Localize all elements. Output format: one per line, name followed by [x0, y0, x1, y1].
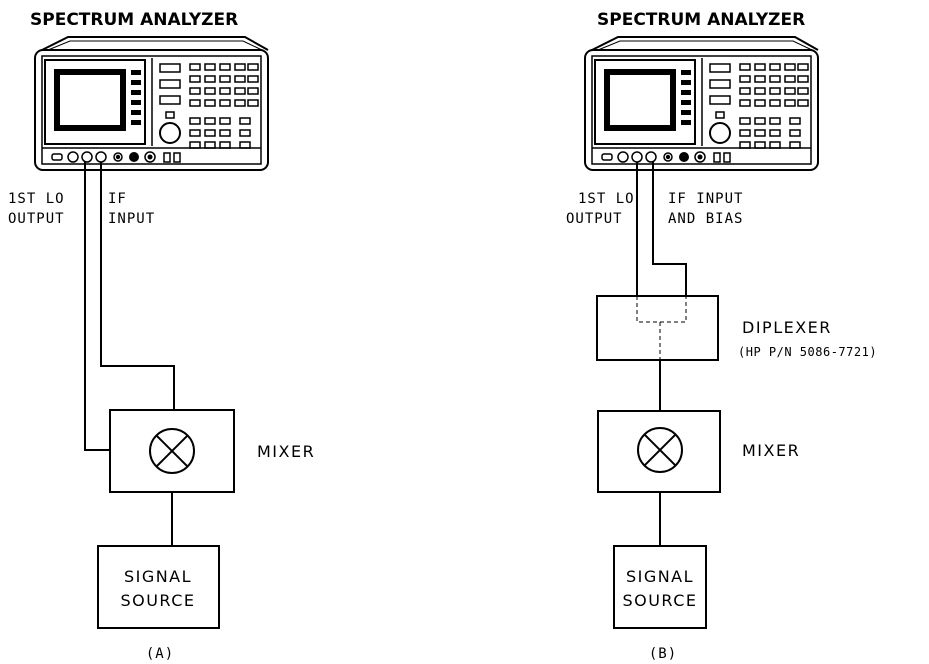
mixer-label-b: MIXER — [742, 441, 800, 460]
lo-cable-a — [84, 162, 110, 451]
signal-source-a-line2: SOURCE — [120, 591, 195, 610]
mixer-a — [109, 409, 235, 493]
spectrum-analyzer-b — [584, 36, 819, 171]
signal-source-a — [97, 545, 220, 629]
lo-output-label-b-line1: 1ST LO — [578, 191, 635, 207]
signal-source-a-line1: SIGNAL — [124, 567, 192, 586]
caption-b: (B) — [649, 646, 677, 662]
diplexer-part-number: (HP P/N 5086-7721) — [738, 345, 877, 359]
cables-b — [636, 162, 687, 546]
analyzer-title-b: SPECTRUM ANALYZER — [597, 10, 805, 30]
if-input-label-a-line1: IF — [108, 191, 127, 207]
mixer-symbol-icon — [149, 428, 195, 474]
if-input-label-b-line1: IF INPUT — [668, 191, 743, 207]
diplexer-b — [596, 295, 719, 361]
if-cable-b — [652, 162, 687, 296]
mixer-b — [597, 410, 721, 493]
diagram-a: SPECTRUM ANALYZER — [8, 10, 315, 662]
lo-output-label-a-line1: 1ST LO — [8, 191, 65, 207]
cables-a — [84, 162, 175, 546]
signal-source-b-line1: SIGNAL — [626, 567, 694, 586]
if-input-label-b-line2: AND BIAS — [668, 211, 743, 227]
lo-output-label-a-line2: OUTPUT — [8, 211, 65, 227]
spectrum-analyzer-a — [34, 36, 269, 171]
if-cable-a — [100, 162, 175, 410]
diagram-b: SPECTRUM ANALYZER — [566, 10, 877, 662]
if-input-label-a-line2: INPUT — [108, 211, 155, 227]
signal-source-b-line2: SOURCE — [622, 591, 697, 610]
analyzer-title-a: SPECTRUM ANALYZER — [30, 10, 238, 30]
mixer-label-a: MIXER — [257, 442, 315, 461]
mixer-symbol-icon — [637, 427, 683, 473]
caption-a: (A) — [146, 646, 174, 662]
diplexer-label: DIPLEXER — [742, 318, 832, 337]
lo-output-label-b-line2: OUTPUT — [566, 211, 623, 227]
signal-source-b — [613, 545, 707, 629]
